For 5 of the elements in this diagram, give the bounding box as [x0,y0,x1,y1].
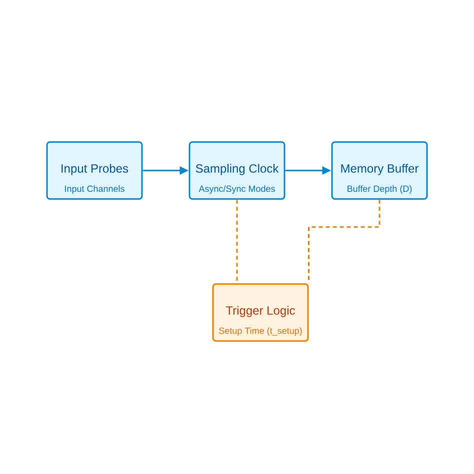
process-box: Trigger Logic Setup Time (t_setup) [212,283,309,342]
connector [236,200,238,284]
process-box: Sampling Clock Async/Sync Modes [188,141,286,200]
process-box: Input Probes Input Channels [46,141,143,200]
process-box: Memory Buffer Buffer Depth (D) [331,141,428,200]
